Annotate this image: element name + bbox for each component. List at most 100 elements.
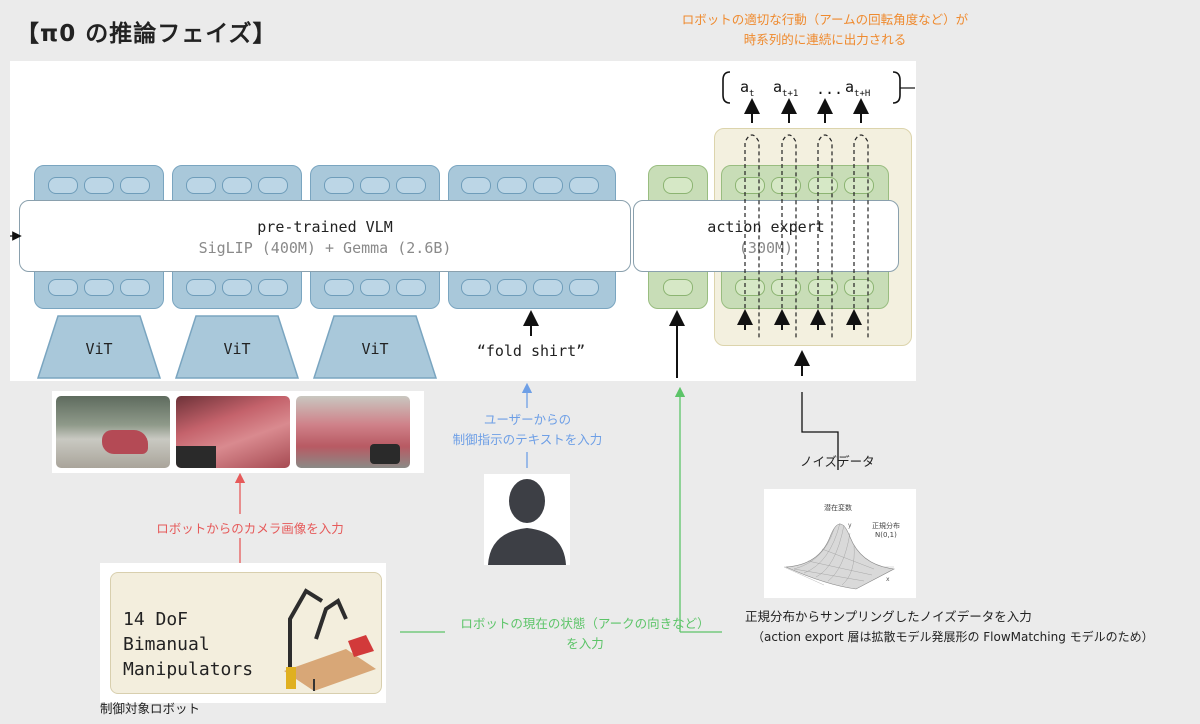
token-pill	[258, 279, 288, 296]
vit-shape-2	[174, 315, 300, 379]
camera-note: ロボットからのカメラ画像を入力	[156, 521, 344, 536]
denoise-loops	[744, 134, 869, 338]
token-pill	[120, 279, 150, 296]
output-note-line1: ロボットの適切な行動（アームの回転角度など）が	[681, 12, 969, 27]
distribution-plot: x y 潜在変数 正規分布 N(0,1)	[764, 489, 916, 598]
vlm-box: pre-trained VLM SigLIP (400M) + Gemma (2…	[19, 200, 631, 272]
cloth-shape	[102, 430, 148, 454]
token-pill	[461, 177, 491, 194]
robot-caption: 制御対象ロボット	[100, 701, 201, 716]
token-pill	[497, 177, 527, 194]
prompt-text: “fold shirt”	[476, 342, 586, 360]
action-sub: t+H	[854, 89, 871, 99]
noise-connector	[801, 392, 839, 470]
user-note: ユーザーからの 制御指示のテキストを入力	[430, 410, 625, 450]
user-avatar	[484, 474, 570, 565]
action-token-pill	[808, 279, 838, 296]
action-token-pill	[735, 177, 765, 194]
token-pill	[120, 177, 150, 194]
state-token-pill	[663, 279, 693, 296]
state-note-line1: ロボットの現在の状態（アークの向きなど）	[460, 616, 710, 631]
token-pill	[48, 177, 78, 194]
state-token-pill	[663, 177, 693, 194]
token-pill	[222, 279, 252, 296]
person-icon	[488, 479, 566, 565]
token-pill	[533, 177, 563, 194]
action-sub: t+1	[782, 89, 799, 99]
token-pill	[396, 279, 426, 296]
state-note-line2: を入力	[566, 636, 604, 651]
token-pill	[360, 279, 390, 296]
action-symbol: a	[773, 78, 783, 96]
axis-y-label: y	[848, 522, 852, 529]
action-token-pill	[844, 279, 874, 296]
vit-label-2: ViT	[223, 340, 251, 358]
token-pill	[258, 177, 288, 194]
camera-image-1	[56, 396, 170, 468]
token-pill	[461, 279, 491, 296]
action-expert-subtitle: (300M)	[738, 239, 794, 257]
action-token-pill	[771, 177, 801, 194]
robot-illustration	[284, 588, 376, 691]
token-pill	[186, 279, 216, 296]
token-pill	[396, 177, 426, 194]
action-a-t1: at+1	[773, 78, 798, 99]
user-note-line2: 制御指示のテキストを入力	[452, 432, 603, 447]
token-pill	[84, 177, 114, 194]
gaussian-surface: x y	[783, 522, 895, 590]
user-note-line1: ユーザーからの	[483, 412, 572, 427]
dist-title: 潜在変数	[824, 504, 852, 512]
action-token-pill	[771, 279, 801, 296]
token-pill	[324, 177, 354, 194]
vit-shape-3	[312, 315, 438, 379]
action-expert-name: action expert	[707, 218, 825, 236]
robot-image: 14 DoF Bimanual Manipulators	[100, 563, 386, 703]
token-pill	[222, 177, 252, 194]
noise-note-line2: （action export 層は拡散モデル発展形の FlowMatching …	[752, 630, 1154, 644]
token-pill	[186, 177, 216, 194]
action-a-tH: at+H	[845, 78, 870, 99]
token-pill	[533, 279, 563, 296]
token-pill	[569, 177, 599, 194]
action-token-pill	[808, 177, 838, 194]
action-brace-right	[892, 71, 901, 104]
action-brace-left	[722, 71, 731, 104]
action-symbol: a	[740, 78, 750, 96]
token-pill	[497, 279, 527, 296]
output-note-line2: 時系列的に連続に出力される	[743, 32, 907, 47]
token-pill	[569, 279, 599, 296]
noise-note-line1: 正規分布からサンプリングしたノイズデータを入力	[745, 609, 1032, 624]
action-token-pill	[844, 177, 874, 194]
action-ellipsis: ...	[816, 80, 844, 98]
action-token-pill	[735, 279, 765, 296]
token-pill	[324, 279, 354, 296]
output-note: ロボットの適切な行動（アームの回転角度など）が 時系列的に連続に出力される	[640, 10, 1010, 50]
robot-card-line1: 14 DoF	[123, 609, 189, 630]
robot-card: 14 DoF Bimanual Manipulators	[110, 572, 382, 694]
gripper-shape	[176, 446, 216, 468]
robot-card-line3: Manipulators	[123, 659, 254, 680]
noise-note: 正規分布からサンプリングしたノイズデータを入力 （action export 層…	[745, 607, 1185, 647]
vit-label-1: ViT	[85, 340, 113, 358]
action-sub: t	[749, 89, 755, 99]
noise-label: ノイズデータ	[800, 454, 875, 469]
camera-image-3	[296, 396, 410, 468]
camera-images	[52, 391, 424, 473]
action-expert-box: action expert (300M)	[633, 200, 899, 272]
camera-image-2	[176, 396, 290, 468]
gripper-shape	[370, 444, 400, 464]
state-note: ロボットの現在の状態（アークの向きなど） を入力	[440, 614, 730, 654]
dist-label2: N(0,1)	[875, 531, 897, 539]
vit-label-3: ViT	[361, 340, 389, 358]
page-title: 【π0 の推論フェイズ】	[16, 21, 277, 47]
robot-card-text: 14 DoF Bimanual Manipulators	[123, 607, 253, 682]
token-pill	[360, 177, 390, 194]
vit-shape-1	[36, 315, 162, 379]
axis-x-label: x	[886, 576, 890, 583]
token-pill	[84, 279, 114, 296]
action-a-t: at	[740, 78, 754, 99]
action-symbol: a	[845, 78, 855, 96]
dist-label1: 正規分布	[872, 522, 900, 530]
token-pill	[48, 279, 78, 296]
